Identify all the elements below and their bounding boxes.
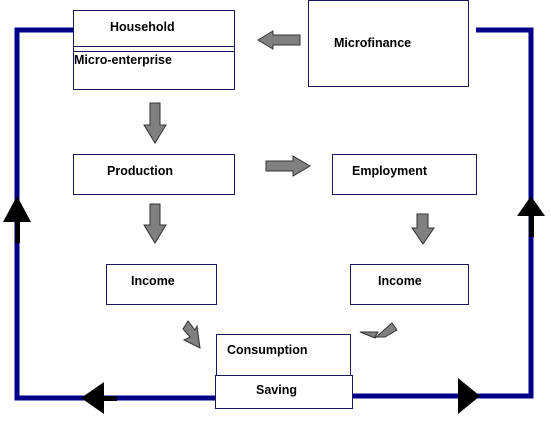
loop-arrow-up-right — [517, 196, 545, 216]
income-right-label: Income — [378, 274, 422, 288]
household-divider-top — [74, 46, 234, 47]
employment-box: Employment — [332, 154, 477, 195]
arrow-household-to-production — [143, 102, 167, 144]
loop-arrow-up-left — [3, 196, 31, 222]
arrow-income-to-consumption-left — [182, 320, 201, 349]
loop-arrow-right-bottom — [458, 378, 480, 414]
household-divider-bottom — [74, 51, 234, 52]
production-box: Production — [73, 154, 235, 195]
micro-enterprise-label: Micro-enterprise — [74, 53, 172, 67]
consumption-box: Consumption — [216, 334, 351, 376]
microfinance-label: Microfinance — [334, 36, 412, 50]
production-label: Production — [107, 164, 173, 178]
loop-arrow-up-right-stem — [529, 215, 534, 237]
arrow-production-to-income — [143, 203, 167, 244]
household-box: Household Micro-enterprise — [73, 10, 235, 90]
household-label: Household — [110, 20, 175, 34]
microfinance-box: Microfinance — [308, 0, 469, 87]
consumption-label: Consumption — [227, 343, 308, 357]
income-right-box: Income — [350, 264, 469, 305]
loop-arrow-left-bottom-stem — [103, 396, 117, 401]
arrow-production-to-employment — [265, 155, 311, 177]
income-left-label: Income — [131, 274, 175, 288]
loop-arrow-up-left-stem — [15, 221, 20, 243]
loop-arrow-left-bottom — [81, 382, 104, 414]
income-left-box: Income — [106, 264, 217, 305]
arrow-income-to-consumption-right — [359, 322, 398, 339]
saving-label: Saving — [256, 383, 297, 397]
employment-label: Employment — [352, 164, 428, 178]
saving-box: Saving — [215, 375, 353, 409]
arrow-microfinance-to-household — [257, 30, 301, 50]
arrow-employment-to-income — [411, 213, 435, 245]
